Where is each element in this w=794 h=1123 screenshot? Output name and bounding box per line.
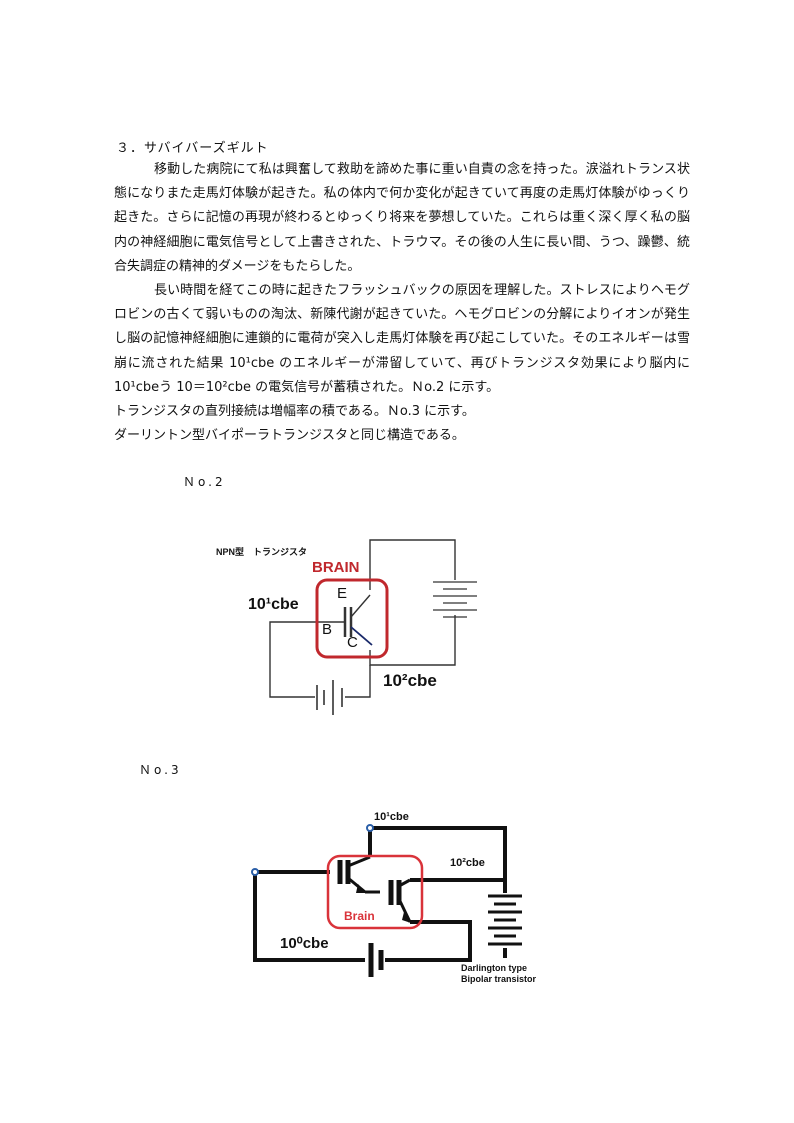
figure2-base-label: B [322, 621, 333, 638]
figure3-mid-value: 10²cbe [450, 857, 485, 869]
figure3-node-left [251, 868, 259, 876]
paragraph-3: トランジスタの直列接続は増幅率の積である。Ｎo.3 に示す。 [114, 404, 475, 420]
figure2-battery-right [433, 581, 477, 618]
figure2-title: NPN型 トランジスタ [216, 547, 308, 557]
figure3-top-value: 10¹cbe [374, 811, 409, 823]
paragraph-4: ダーリントン型バイポーラトランジスタと同じ構造である。 [114, 428, 465, 444]
figure2-input-value: 10¹cbe [248, 596, 299, 613]
figure2-emitter-label: E [337, 585, 348, 602]
figure2-brain-label: BRAIN [312, 559, 360, 576]
body-text: 移動した病院にて私は興奮して救助を諦めた事に重い自責の念を持った。涙溢れトランス… [114, 158, 690, 448]
figure3-transistor-1 [337, 855, 380, 894]
figure3-caption: Darlington type Bipolar transistor [461, 963, 536, 985]
figure3-caption-line1: Darlington type [461, 963, 528, 973]
paragraph-1: 移動した病院にて私は興奮して救助を諦めた事に重い自責の念を持った。涙溢れトランス… [114, 162, 690, 274]
figure3-battery-right [488, 894, 522, 946]
figure2-output-value: 10²cbe [383, 671, 437, 690]
figure3-brain-box [326, 854, 424, 930]
figure3-bottom-value: 10⁰cbe [280, 935, 329, 952]
figure3-caption-line2: Bipolar transistor [461, 974, 537, 984]
paragraph-2: 長い時間を経てこの時に起きたフラッシュバックの原因を理解した。ストレスによりヘモ… [114, 283, 690, 395]
figure3-label: Ｎo.3 [139, 763, 182, 777]
figure3-transistor-2 [388, 878, 412, 923]
figure2-collector-label: C [347, 634, 358, 651]
figure3-battery-bottom [368, 943, 384, 977]
figure2-battery-bottom [316, 680, 343, 715]
figure3-brain-label: Brain [344, 909, 375, 923]
section-heading: ３．サバイバーズギルト [116, 141, 269, 156]
figure3-node-top [366, 824, 374, 832]
figure2-label: Ｎo.2 [183, 475, 226, 489]
